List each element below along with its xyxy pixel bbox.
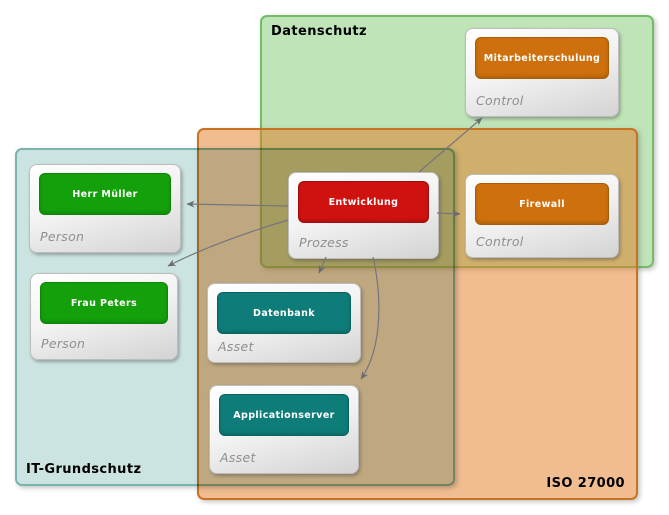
node-label-datenbank: Datenbank — [253, 307, 315, 319]
node-type-label: Person — [41, 336, 86, 351]
node-card-frau-peters[interactable]: Frau Peters Person — [30, 273, 178, 360]
node-type-label: Person — [40, 229, 85, 244]
node-box-datenbank: Datenbank — [217, 292, 351, 334]
node-label-entwicklung: Entwicklung — [328, 196, 399, 208]
node-label-mitarbeiterschulung: Mitarbeiterschulung — [483, 52, 601, 64]
node-type-label: Control — [476, 234, 524, 249]
node-card-herr-mueller[interactable]: Herr Müller Person — [29, 164, 181, 253]
node-label-firewall: Firewall — [519, 198, 565, 210]
node-box-frau-peters: Frau Peters — [40, 282, 168, 324]
node-card-mitarbeiterschulung[interactable]: Mitarbeiterschulung Control — [465, 28, 619, 117]
node-type-label: Asset — [218, 339, 254, 354]
node-box-firewall: Firewall — [475, 183, 609, 225]
node-label-herr-mueller: Herr Müller — [72, 188, 138, 200]
node-box-herr-mueller: Herr Müller — [39, 173, 171, 215]
node-card-firewall[interactable]: Firewall Control — [465, 174, 619, 258]
node-label-frau-peters: Frau Peters — [70, 297, 138, 309]
node-box-applicationserver: Applicationserver — [219, 394, 349, 436]
node-box-entwicklung: Entwicklung — [298, 181, 429, 223]
node-card-entwicklung[interactable]: Entwicklung Prozess — [288, 172, 439, 259]
region-datenschutz-label: Datenschutz — [271, 24, 367, 39]
node-label-applicationserver: Applicationserver — [233, 409, 335, 421]
node-type-label: Asset — [220, 450, 256, 465]
region-it-grundschutz-label: IT-Grundschutz — [26, 462, 142, 477]
region-iso-27000-label: ISO 27000 — [546, 476, 625, 491]
node-type-label: Control — [476, 93, 524, 108]
node-box-mitarbeiterschulung: Mitarbeiterschulung — [475, 37, 609, 79]
node-type-label: Prozess — [299, 235, 349, 250]
node-card-applicationserver[interactable]: Applicationserver Asset — [209, 385, 359, 474]
node-card-datenbank[interactable]: Datenbank Asset — [207, 283, 361, 363]
